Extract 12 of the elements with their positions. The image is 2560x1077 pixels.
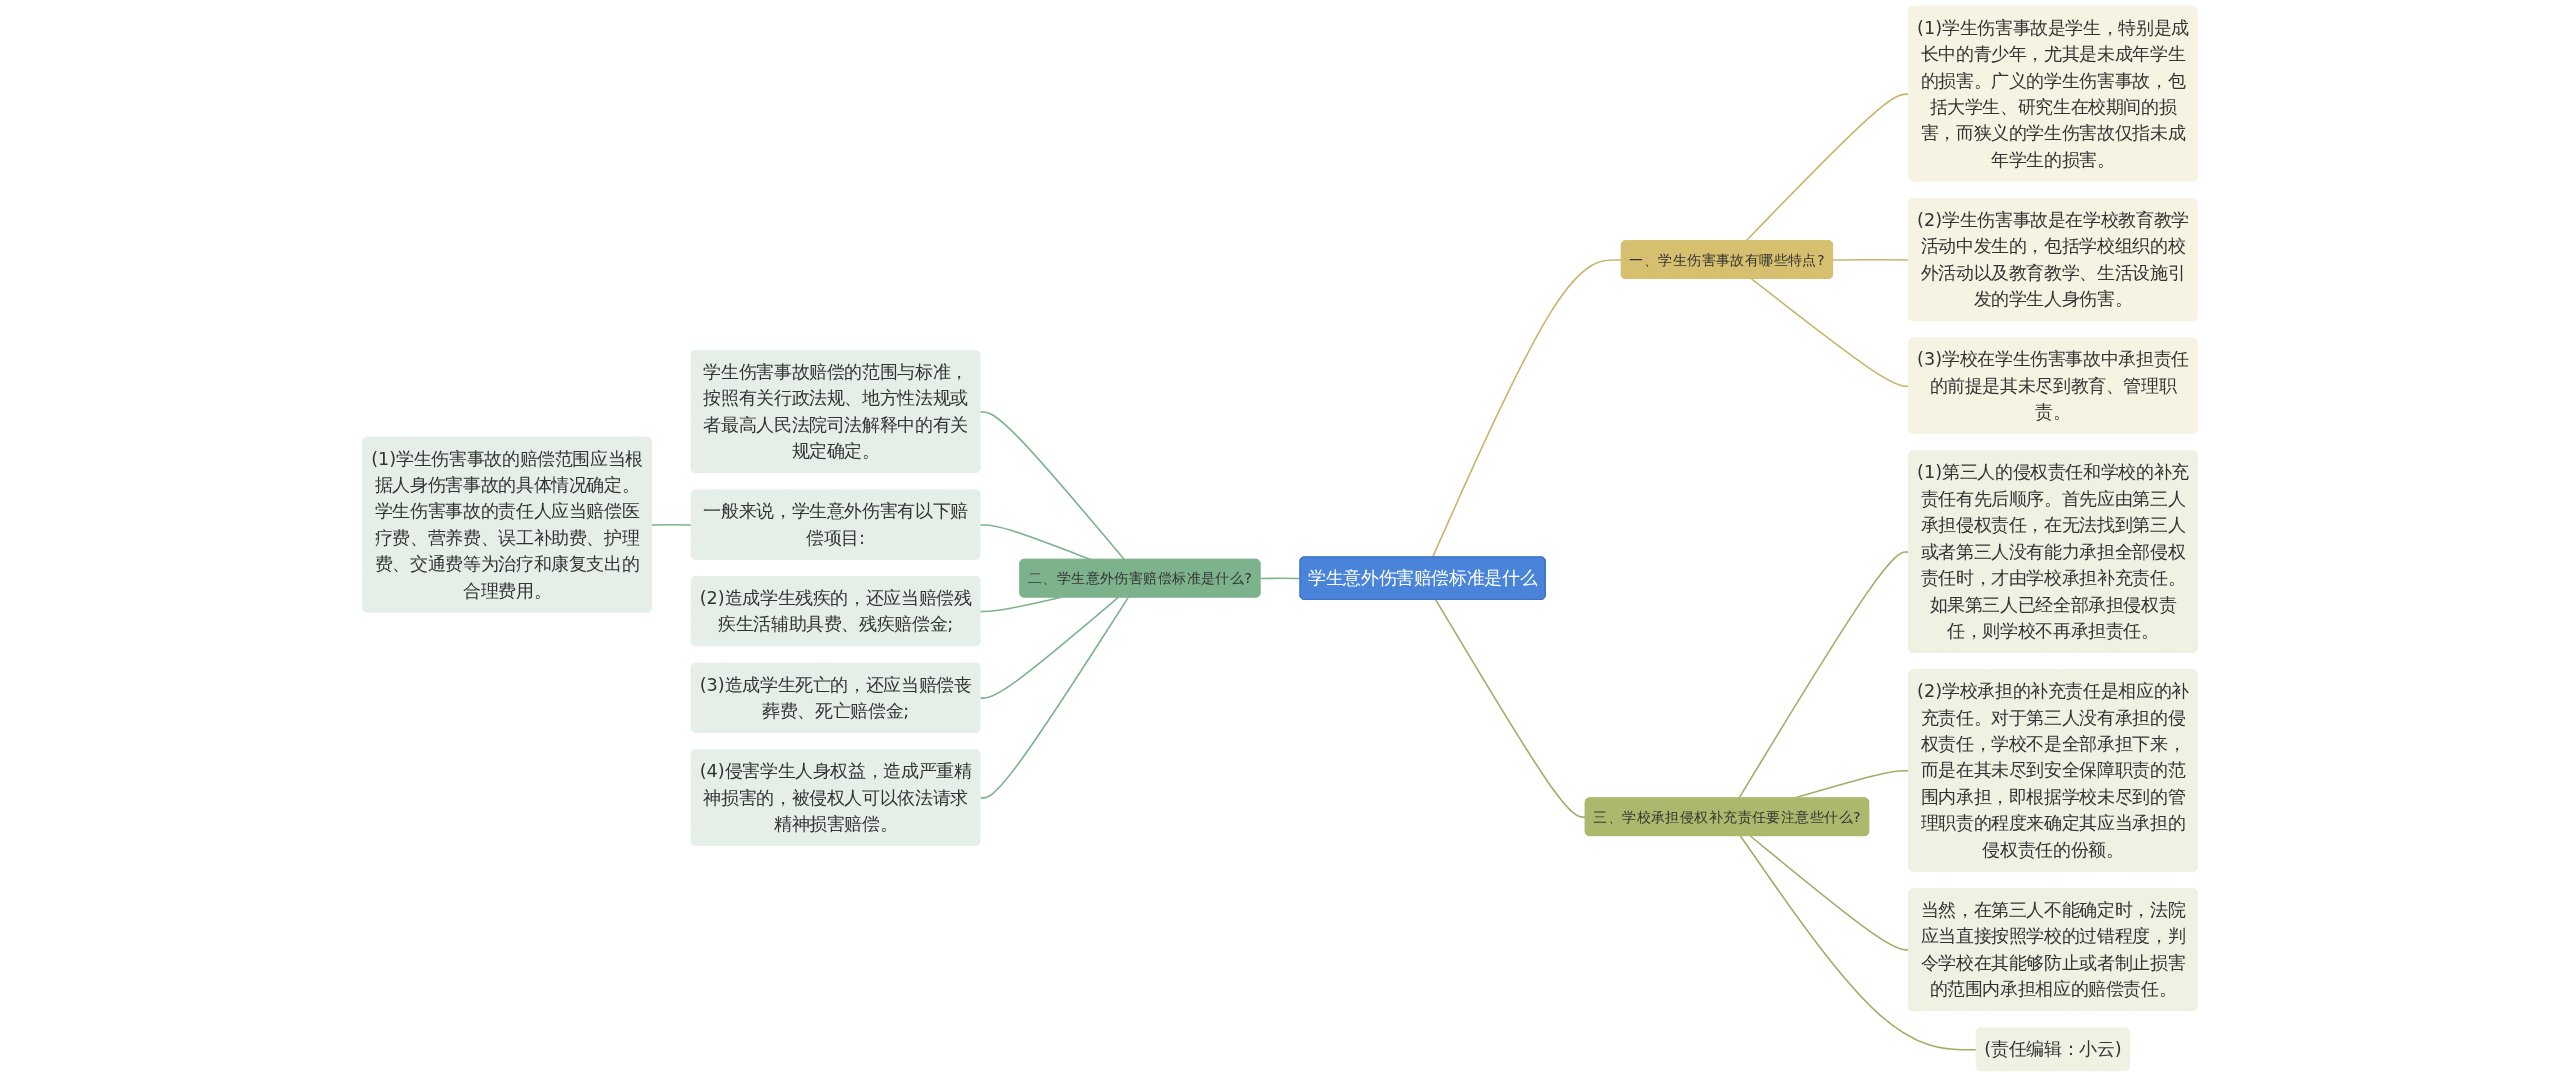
connector bbox=[1434, 599, 1587, 818]
connector bbox=[1832, 258, 1910, 261]
connector bbox=[1744, 93, 1910, 242]
connector bbox=[979, 596, 1120, 699]
connector bbox=[1739, 835, 1978, 1051]
connector bbox=[1259, 577, 1302, 580]
connector bbox=[650, 524, 693, 526]
connector bbox=[1749, 835, 1910, 951]
connector bbox=[979, 524, 1092, 561]
connector bbox=[979, 411, 1126, 561]
connector bbox=[979, 596, 1130, 799]
connector bbox=[1750, 278, 1910, 388]
